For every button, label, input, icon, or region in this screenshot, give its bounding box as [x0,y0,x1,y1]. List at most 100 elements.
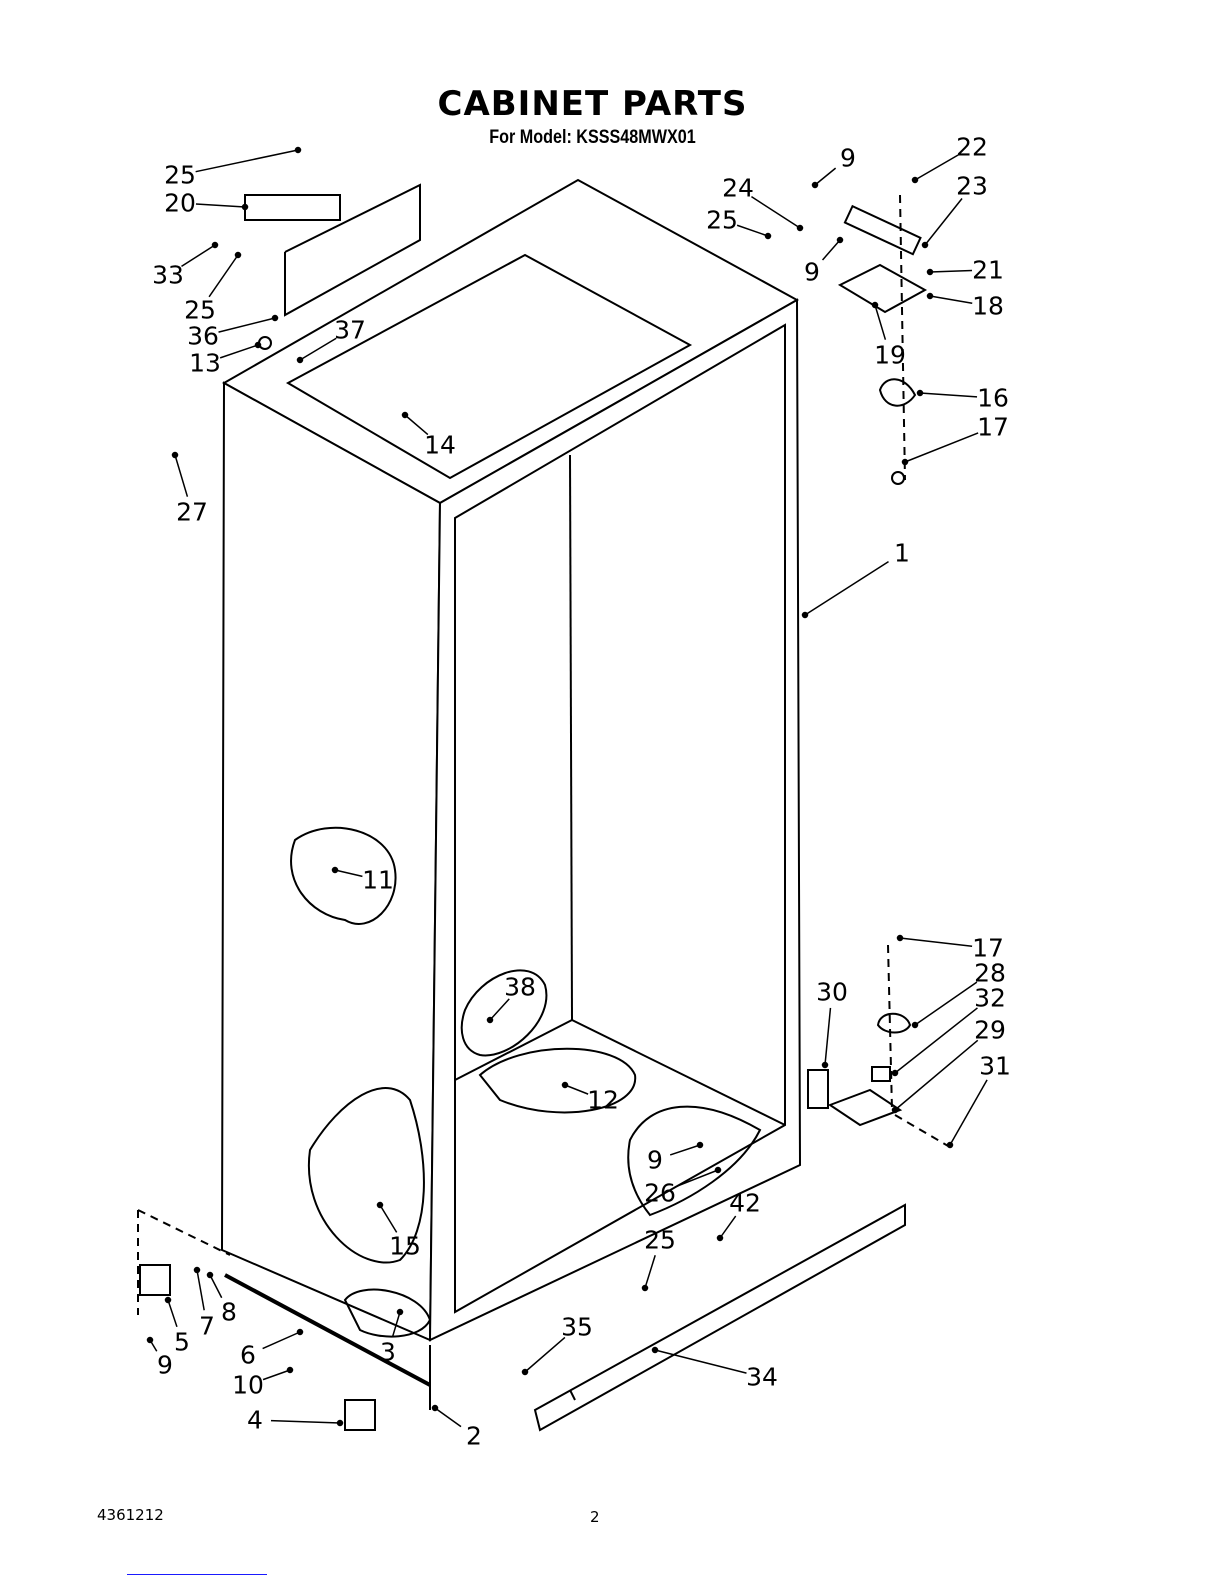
leader-line [181,244,216,268]
arrowhead [211,241,219,249]
callout-4: 4 [247,1405,263,1435]
callout-42: 42 [729,1188,761,1218]
callout-16: 16 [977,383,1009,413]
leader-line [262,1331,301,1350]
arrowhead [164,1296,172,1304]
arrowhead [271,314,279,322]
callout-3: 3 [380,1337,396,1367]
callout-27: 27 [176,497,208,527]
callout-6: 6 [240,1340,256,1370]
callout-23: 23 [956,171,988,201]
arrowhead [764,232,772,240]
leader-line [334,869,363,878]
callout-31: 31 [979,1051,1011,1081]
arrowhead [796,224,804,232]
leader-line [391,1311,401,1337]
arrowhead [521,1368,529,1376]
callout-9: 9 [804,257,820,287]
leader-line [674,1169,719,1188]
callout-30: 30 [816,977,848,1007]
arrowhead [254,341,262,349]
arrowhead [716,1234,724,1242]
callout-15: 15 [389,1231,421,1261]
leader-line [669,1144,701,1156]
leader-line [489,998,510,1021]
leader-line [167,1299,178,1328]
bottom-hinge-parts [807,944,956,1151]
arrowhead [871,301,879,309]
leader-line [874,304,887,340]
leader-line [434,1407,462,1428]
top-hinge-parts [244,183,928,485]
arrowhead [431,1404,439,1412]
arrowhead [651,1346,659,1354]
callout-25: 25 [184,295,216,325]
leader-line [174,454,189,497]
arrowhead [714,1166,722,1174]
callout-10: 10 [232,1370,264,1400]
leader-line [262,1369,291,1381]
arrowhead [811,181,819,189]
leader-line [195,149,299,173]
callout-32: 32 [974,983,1006,1013]
arrowhead [193,1266,201,1274]
leader-line [219,344,259,359]
leader-line [404,414,429,436]
callout-22: 22 [956,132,988,162]
arrowhead [561,1081,569,1089]
leader-line [929,269,973,273]
arrowhead [296,356,304,364]
toe-grille [533,1203,906,1432]
callout-9: 9 [157,1350,173,1380]
callout-34: 34 [746,1362,778,1392]
leader-line [914,154,959,181]
callout-26: 26 [644,1178,676,1208]
leader-line [654,1349,747,1374]
leader-line [218,317,276,333]
callout-7: 7 [199,1311,215,1341]
callout-17: 17 [977,412,1009,442]
arrowhead [241,203,249,211]
arrowhead [896,934,904,942]
arrowhead [286,1366,294,1374]
callout-25: 25 [164,160,196,190]
leader-line [919,392,978,398]
leader-line [736,224,769,237]
model-subtitle: For Model: KSSS48MWX01 [489,127,696,148]
leader-line [564,1084,589,1095]
callout-5: 5 [174,1327,190,1357]
arrowhead [926,292,934,300]
arrowhead [331,866,339,874]
link-underline[interactable] [127,1574,267,1575]
callout-12: 12 [587,1085,619,1115]
leader-line [924,198,963,246]
arrowhead [486,1016,494,1024]
leader-line [719,1215,737,1239]
arrowhead [396,1308,404,1316]
cabinet-body [220,178,802,1342]
callout-14: 14 [424,430,456,460]
arrowhead [401,411,409,419]
leader-line [379,1204,398,1233]
callout-11: 11 [362,865,394,895]
arrowhead [926,268,934,276]
callout-28: 28 [974,958,1006,988]
leader-line [894,1007,978,1074]
arrowhead [911,176,919,184]
leader-line [270,1419,341,1424]
arrowhead [891,1106,899,1114]
arrowhead [801,611,809,619]
leader-line [904,432,979,463]
leader-line [821,239,841,261]
insulation-cutouts [290,826,762,1338]
callout-9: 9 [647,1145,663,1175]
callout-25: 25 [706,205,738,235]
leader-line [524,1336,566,1373]
leader-line [914,981,978,1026]
leader-line [929,295,973,305]
leader-line [195,203,246,208]
arrowhead [821,1061,829,1069]
arrowhead [921,241,929,249]
arrowhead [294,146,302,154]
